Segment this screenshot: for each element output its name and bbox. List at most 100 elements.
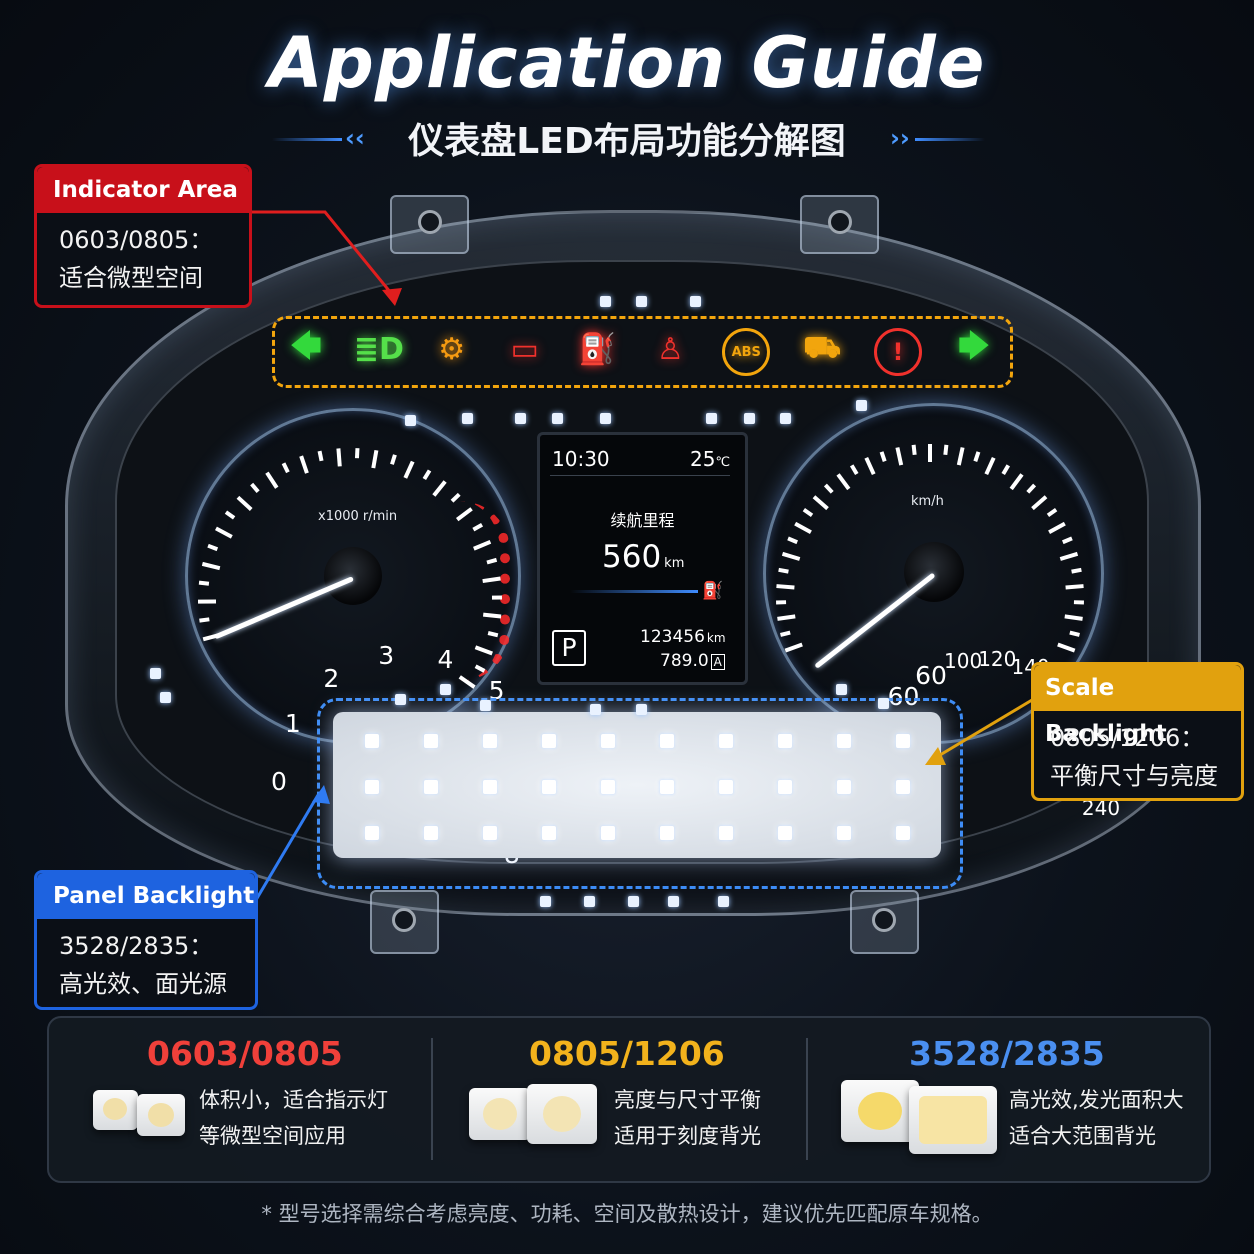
gauge-tick xyxy=(197,599,217,604)
backlight-led xyxy=(719,734,733,748)
panel-backlight xyxy=(333,712,941,858)
smd-led xyxy=(160,692,171,703)
smd-led xyxy=(600,296,611,307)
smd-led xyxy=(480,700,491,711)
smd-led xyxy=(405,415,416,426)
title-divider-right xyxy=(915,138,985,141)
smd-led xyxy=(590,704,601,715)
smd-led xyxy=(690,296,701,307)
engine-check-icon: ⚙ xyxy=(438,331,466,367)
seatbelt-icon: ♙ xyxy=(656,331,684,367)
backlight-led xyxy=(365,826,379,840)
backlight-led xyxy=(542,826,556,840)
gauge-tick-label: 0 xyxy=(271,767,287,796)
summary-desc-1-line2: 等微型空间应用 xyxy=(199,1124,346,1148)
summary-desc-3-line2: 适合大范围背光 xyxy=(1009,1124,1156,1148)
summary-code-1: 0603/0805 xyxy=(147,1034,343,1073)
smd-led xyxy=(540,896,551,907)
brake-warning-icon: ! xyxy=(874,328,922,376)
smd-led xyxy=(878,698,889,709)
temp-unit: ℃ xyxy=(715,455,731,470)
backlight-led xyxy=(837,826,851,840)
backlight-led xyxy=(483,734,497,748)
led-chip-1206-icon xyxy=(527,1084,597,1144)
fuel-pump-icon: ⛽ xyxy=(702,581,724,601)
callout-scale-line2: 平衡尺寸与亮度 xyxy=(1050,762,1218,790)
trip-badge: A xyxy=(710,654,725,670)
display-temperature: 25℃ xyxy=(690,447,730,471)
summary-desc-1: 体积小，适合指示灯 等微型空间应用 xyxy=(199,1082,388,1154)
callout-indicator-line2: 适合微型空间 xyxy=(59,264,203,292)
title-divider-left xyxy=(272,138,342,141)
callout-indicator-line1: 0603/0805： xyxy=(59,226,214,254)
led-chip-0603-icon xyxy=(93,1090,138,1130)
tachometer: x1000 r/min xyxy=(185,408,521,744)
callout-scale-title: Scale Backlight xyxy=(1034,665,1241,747)
temp-value: 25 xyxy=(690,447,716,471)
range-bar xyxy=(570,590,698,593)
screw-icon xyxy=(392,908,416,932)
backlight-led xyxy=(424,780,438,794)
gauge-tick xyxy=(354,448,360,459)
mount-tab-top-right xyxy=(800,195,879,254)
backlight-led xyxy=(483,826,497,840)
scale-connector xyxy=(934,698,1033,760)
summary-desc-2-line2: 适用于刻度背光 xyxy=(614,1124,761,1148)
summary-code-2: 0805/1206 xyxy=(529,1034,725,1073)
callout-panel-body: 3528/2835： 高光效、面光源 xyxy=(59,927,243,1003)
left-turn-arrow-icon: 🡄 xyxy=(290,328,322,364)
oil-pressure-icon: ⛽ xyxy=(578,331,617,367)
gauge-tick-label: 100 xyxy=(944,649,983,674)
smd-led xyxy=(636,704,647,715)
smd-led xyxy=(150,668,161,679)
backlight-led xyxy=(837,734,851,748)
odometer-unit: km xyxy=(706,631,726,645)
callout-indicator-title: Indicator Area xyxy=(37,167,249,213)
led-chip-0805-icon xyxy=(469,1088,531,1140)
smd-led xyxy=(584,896,595,907)
backlight-led xyxy=(778,826,792,840)
chevron-left-icon: ‹‹ xyxy=(345,124,365,152)
indicator-arrowhead-icon xyxy=(382,288,402,306)
range-unit: km xyxy=(664,556,685,571)
backlight-led xyxy=(424,734,438,748)
mount-tab-bottom-right xyxy=(850,890,919,954)
gauge-tick-label: 3 xyxy=(378,640,395,670)
mount-tab-top-left xyxy=(390,195,469,254)
smd-led xyxy=(836,684,847,695)
gauge-tick xyxy=(1073,600,1084,605)
redline-zone xyxy=(460,501,510,681)
gauge-tick-label: 2 xyxy=(323,663,340,693)
indicator-area-outline xyxy=(272,316,1013,388)
instrument-cluster: 🡄≣D⚙▭⛽♙ABS⛟!🡆 x1000 r/min 012345678 km/h… xyxy=(55,190,1205,954)
backlight-led xyxy=(601,826,615,840)
smd-led xyxy=(395,694,406,705)
summary-code-3: 3528/2835 xyxy=(909,1034,1105,1073)
smd-led xyxy=(515,413,526,424)
gear-indicator: P xyxy=(552,630,586,666)
gauge-tick xyxy=(491,595,503,600)
backlight-led xyxy=(719,780,733,794)
backlight-led xyxy=(483,780,497,794)
summary-divider xyxy=(431,1038,433,1160)
backlight-led xyxy=(896,780,910,794)
smd-led xyxy=(440,684,451,695)
led-chip-0805-icon xyxy=(137,1094,185,1136)
backlight-led xyxy=(424,826,438,840)
led-chip-2835-icon xyxy=(909,1086,997,1154)
screw-icon xyxy=(872,908,896,932)
traction-control-icon: ⛟ xyxy=(803,329,841,365)
backlight-led xyxy=(601,780,615,794)
smd-led xyxy=(600,413,611,424)
headlight-icon: ≣D xyxy=(353,331,404,367)
backlight-led xyxy=(542,780,556,794)
tach-unit: x1000 r/min xyxy=(318,509,398,524)
page-title: Application Guide xyxy=(268,22,986,104)
footnote: * 型号选择需综合考虑亮度、功耗、空间及散热设计，建议优先匹配原车规格。 xyxy=(261,1202,993,1226)
display-divider xyxy=(550,475,730,476)
